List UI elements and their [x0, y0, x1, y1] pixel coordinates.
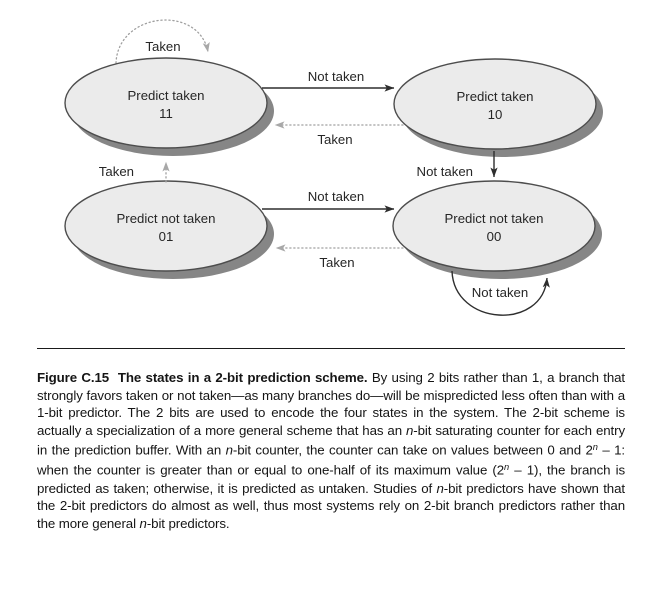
state-ellipse-01 — [64, 180, 268, 272]
transition-arrow-00-self — [451, 270, 550, 316]
transition-label-01-to-11: Taken — [99, 164, 134, 179]
transition-label-00-self: Not taken — [472, 285, 528, 300]
transition-label-10-to-00: Not taken — [417, 164, 473, 179]
state-bits-01: 01 — [159, 229, 174, 244]
state-bits-10: 10 — [488, 107, 503, 122]
caption-rule — [37, 348, 625, 349]
state-machine-diagram: Predict taken 11 Predict taken 10 Predic… — [64, 19, 603, 316]
state-bits-00: 00 — [487, 229, 502, 244]
transition-label-11-self: Taken — [145, 39, 180, 54]
transition-label-10-to-11: Taken — [317, 132, 352, 147]
state-ellipse-00 — [392, 180, 596, 272]
transition-label-01-to-00: Not taken — [308, 189, 364, 204]
state-label-10: Predict taken — [457, 89, 534, 104]
state-ellipse-11 — [64, 57, 268, 149]
transition-arrow-11-self — [115, 19, 210, 64]
state-bits-11: 11 — [159, 106, 173, 121]
transition-label-11-to-10: Not taken — [308, 69, 364, 84]
transition-label-00-to-01: Taken — [319, 255, 354, 270]
state-label-01: Predict not taken — [117, 211, 216, 226]
figure-caption: Figure C.15 The states in a 2-bit predic… — [37, 370, 626, 531]
state-label-11: Predict taken — [128, 88, 205, 103]
state-label-00: Predict not taken — [445, 211, 544, 226]
state-ellipse-10 — [393, 58, 597, 150]
